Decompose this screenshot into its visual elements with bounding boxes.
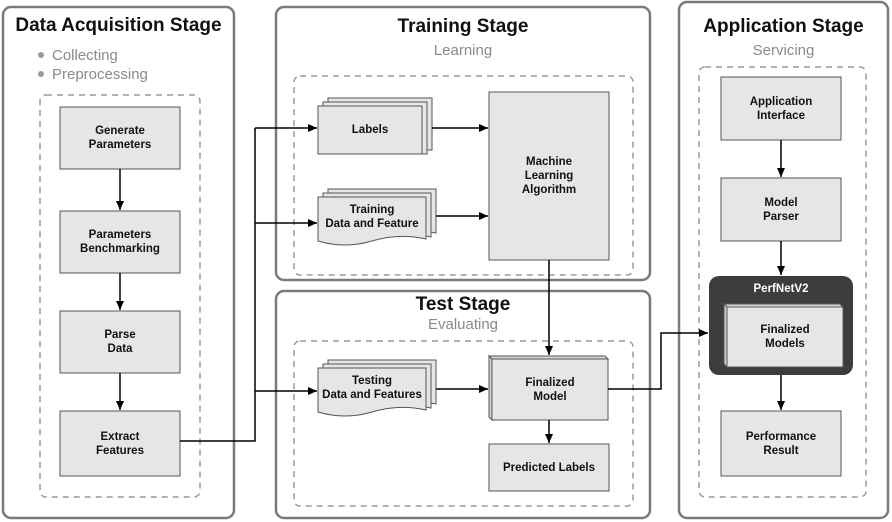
perfnet-badge: PerfNetV2 [753, 283, 809, 295]
dashed-group-training [293, 75, 634, 276]
node-performance-result [720, 410, 842, 477]
bullet-preprocessing: Preprocessing [38, 66, 148, 83]
label-labels: Labels [351, 124, 389, 136]
bullet-dot-icon [38, 71, 44, 78]
arrow-extract-to-branches [180, 128, 256, 442]
node-parse-data [59, 310, 181, 374]
stage-subtitle-training: Learning [433, 42, 493, 59]
node-generate-parameters [59, 106, 181, 170]
node-labels [317, 97, 433, 155]
label-finalized-model: Finalized Model [525, 376, 575, 403]
bullet-collecting: Collecting [38, 47, 118, 64]
stage-title-acquisition: Data Acquisition Stage [15, 15, 222, 36]
dashed-group-acquisition [39, 94, 201, 498]
node-training-data [317, 188, 437, 246]
dashed-group-test [293, 340, 634, 507]
label-parse-data: Parse Data [104, 329, 136, 355]
label-ml-algorithm: Machine Learning Algorithm [521, 156, 577, 196]
dashed-group-application [698, 66, 867, 498]
node-parameters-benchmarking [59, 210, 181, 274]
label-parameters-benchmarking: Parameters Benchmarking [80, 229, 160, 255]
node-testing-data [317, 359, 437, 417]
node-model-parser [720, 177, 842, 242]
stage-title-application: Application Stage [703, 16, 864, 37]
stage-subtitle-application: Servicing [752, 42, 815, 59]
node-finalized-models [722, 302, 845, 369]
label-generate-parameters: Generate Parameters [88, 125, 152, 151]
stage-title-training: Training Stage [397, 16, 529, 37]
arrow-finalized-to-application [608, 329, 708, 390]
stage-title-test: Test Stage [415, 294, 511, 315]
label-predicted-labels: Predicted Labels [502, 461, 596, 474]
bullet-dot-icon [38, 52, 44, 59]
label-extract-features: Extract Features [96, 430, 144, 457]
label-model-parser: Model Parser [763, 196, 799, 223]
node-extract-features [59, 410, 181, 477]
node-ml-algorithm [488, 91, 610, 261]
label-training-data: Training Data and Feature [325, 204, 419, 230]
node-predicted-labels [488, 443, 610, 492]
node-finalized-model [487, 354, 610, 422]
label-application-interface: Application Interface [749, 95, 813, 122]
stage-subtitle-test: Evaluating [427, 316, 499, 333]
label-performance-result: Performance Result [745, 430, 817, 457]
label-finalized-models: Finalized Models [760, 324, 810, 350]
label-testing-data: Testing Data and Features [322, 375, 422, 401]
